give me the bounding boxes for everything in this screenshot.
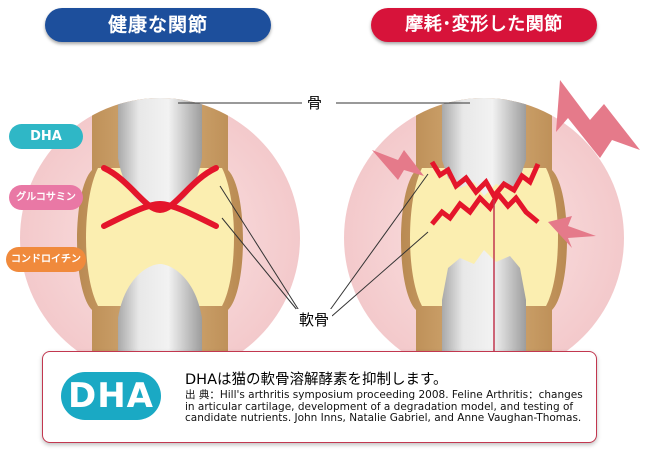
dha-badge: DHA (61, 372, 161, 420)
damaged-upper-bone (442, 60, 526, 196)
info-box: DHA DHAは猫の軟骨溶解酵素を抑制します。 出 典：Hill's arthr… (42, 351, 597, 443)
healthy-joint-title: 健康な関節 (45, 8, 271, 42)
damaged-joint-title: 摩耗･変形した関節 (371, 8, 597, 42)
info-headline: DHAは猫の軟骨溶解酵素を抑制します。 (185, 368, 448, 389)
dha-label: DHA (9, 124, 83, 149)
glucosamine-label: グルコサミン (9, 185, 83, 210)
chondroitin-label: コンドロイチン (6, 247, 86, 272)
info-citation: 出 典：Hill's arthritis symposium proceedin… (185, 390, 590, 425)
bone-callout: 骨 (304, 92, 325, 113)
cartilage-callout: 軟骨 (296, 309, 332, 330)
